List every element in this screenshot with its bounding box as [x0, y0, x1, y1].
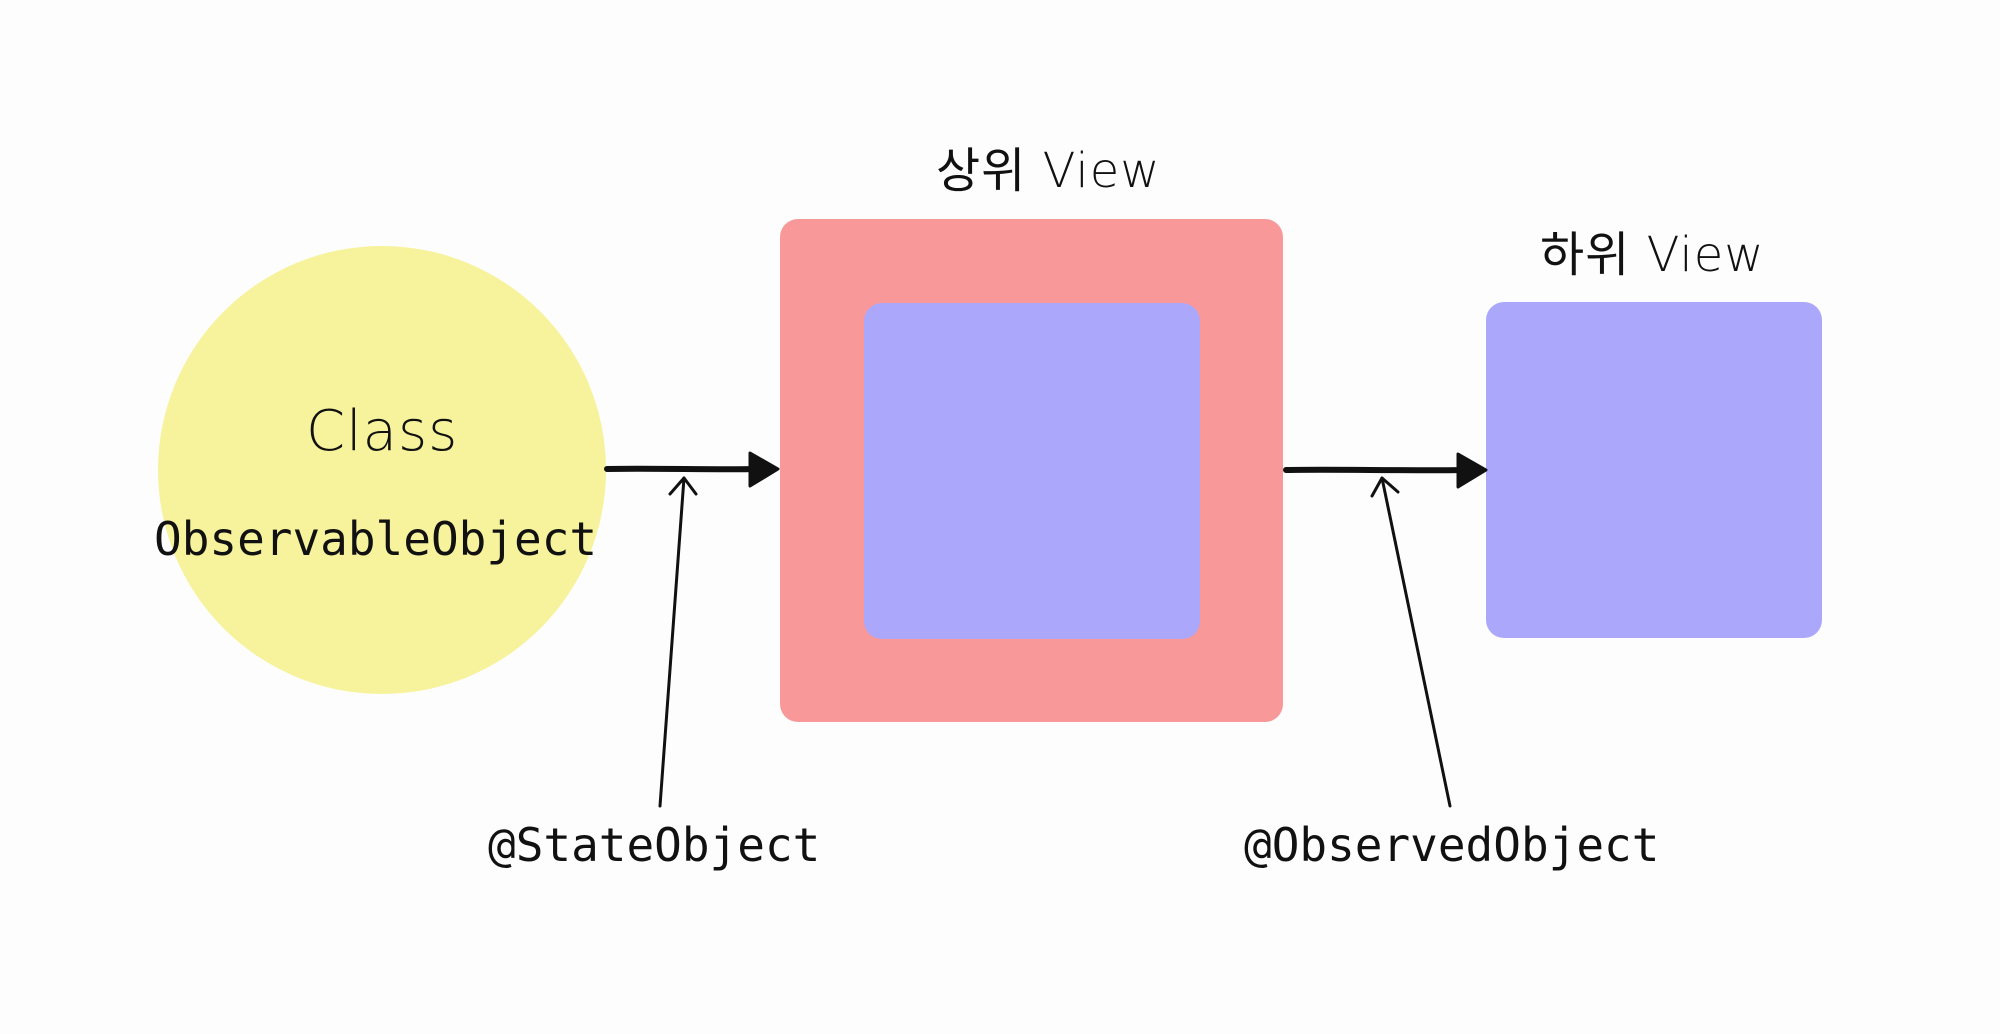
observed-object-label: @ObservedObject	[1244, 818, 1660, 872]
parent-view-title: 상위 View	[936, 143, 1161, 199]
parent-inner-view-box	[864, 303, 1200, 639]
class-label: Class	[306, 399, 459, 464]
observable-object-label: ObservableObject	[154, 512, 598, 566]
class-to-parent-arrowhead	[748, 451, 780, 488]
observed-object-pointer	[1380, 476, 1452, 808]
class-to-parent-arrow	[604, 465, 761, 473]
child-view-title: 하위 View	[1540, 227, 1765, 283]
parent-to-child-arrowhead	[1456, 452, 1488, 489]
child-view-box	[1486, 302, 1822, 638]
state-object-pointer	[658, 476, 686, 808]
observed-object-pointer-head	[1370, 476, 1400, 498]
class-circle	[158, 246, 606, 694]
state-object-label: @StateObject	[488, 818, 821, 872]
parent-to-child-arrow	[1283, 466, 1469, 474]
state-object-pointer-head	[668, 476, 698, 496]
